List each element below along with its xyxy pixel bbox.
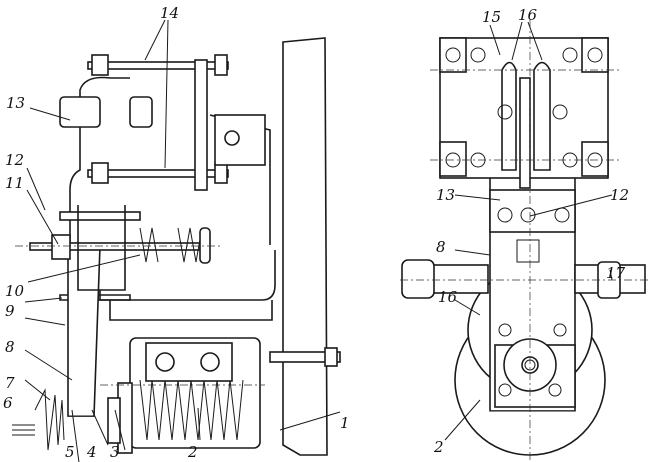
adjusting-screw-12 bbox=[59, 211, 141, 221]
contact-lever bbox=[69, 76, 130, 245]
label-17: 17 bbox=[606, 264, 626, 282]
label-13: 13 bbox=[6, 94, 25, 112]
upper-rod bbox=[87, 61, 229, 70]
label-10: 10 bbox=[5, 282, 25, 300]
label-11: 11 bbox=[5, 174, 24, 192]
core-shim bbox=[107, 397, 121, 444]
spring-bracket bbox=[77, 205, 126, 291]
rod-nut bbox=[91, 54, 109, 76]
side-view: 14 13 12 11 10 9 8 7 6 5 4 3 2 1 bbox=[3, 4, 350, 462]
label-3: 3 bbox=[110, 443, 120, 461]
label-13: 13 bbox=[436, 186, 455, 204]
lower-rod bbox=[87, 169, 229, 178]
clamp-screw bbox=[155, 352, 175, 372]
terminal bbox=[581, 37, 609, 73]
clamp-screw bbox=[200, 352, 220, 372]
leader-lines bbox=[444, 21, 613, 441]
magnet-yoke bbox=[109, 300, 273, 321]
label-15: 15 bbox=[482, 8, 501, 26]
pivot-nut-left bbox=[401, 259, 435, 299]
contact-finger-16 bbox=[533, 61, 551, 171]
label-16-top: 16 bbox=[518, 6, 538, 24]
return-spring bbox=[34, 388, 65, 451]
bolt-nut bbox=[324, 347, 338, 367]
label-12: 12 bbox=[5, 151, 24, 169]
terminal bbox=[439, 141, 467, 177]
label-2: 2 bbox=[187, 443, 198, 461]
terminal bbox=[439, 37, 467, 73]
terminal bbox=[581, 141, 609, 177]
contact-bridge bbox=[519, 77, 531, 189]
screws bbox=[445, 47, 603, 397]
release-spring bbox=[139, 227, 203, 263]
terminal-screw bbox=[224, 130, 240, 146]
label-16-side: 16 bbox=[438, 288, 458, 306]
leader-lines bbox=[24, 19, 341, 462]
spring-cap bbox=[199, 227, 211, 264]
label-9: 9 bbox=[5, 302, 15, 320]
mounting-bolt bbox=[269, 351, 341, 363]
label-14: 14 bbox=[160, 4, 179, 22]
rod-nut bbox=[214, 54, 228, 76]
label-5: 5 bbox=[65, 443, 75, 461]
label-8: 8 bbox=[436, 238, 446, 256]
rod-nut bbox=[91, 162, 109, 184]
contact-finger-16 bbox=[501, 61, 517, 171]
fixed-contact bbox=[129, 96, 153, 128]
label-6: 6 bbox=[3, 394, 13, 412]
insulator-post bbox=[194, 59, 208, 191]
label-2: 2 bbox=[433, 438, 444, 456]
rod-nut bbox=[214, 162, 228, 184]
moving-contact bbox=[59, 96, 101, 128]
label-12: 12 bbox=[610, 186, 629, 204]
label-4: 4 bbox=[86, 443, 97, 461]
mounting-panel bbox=[282, 37, 328, 456]
holder-13 bbox=[489, 189, 576, 233]
terminal-block bbox=[214, 114, 266, 166]
adjuster bbox=[516, 239, 540, 263]
label-8: 8 bbox=[5, 338, 15, 356]
label-1: 1 bbox=[340, 414, 350, 432]
front-view: 15 16 13 12 8 16 17 2 bbox=[400, 6, 650, 460]
label-7: 7 bbox=[5, 374, 15, 392]
spring-rod bbox=[12, 424, 35, 436]
